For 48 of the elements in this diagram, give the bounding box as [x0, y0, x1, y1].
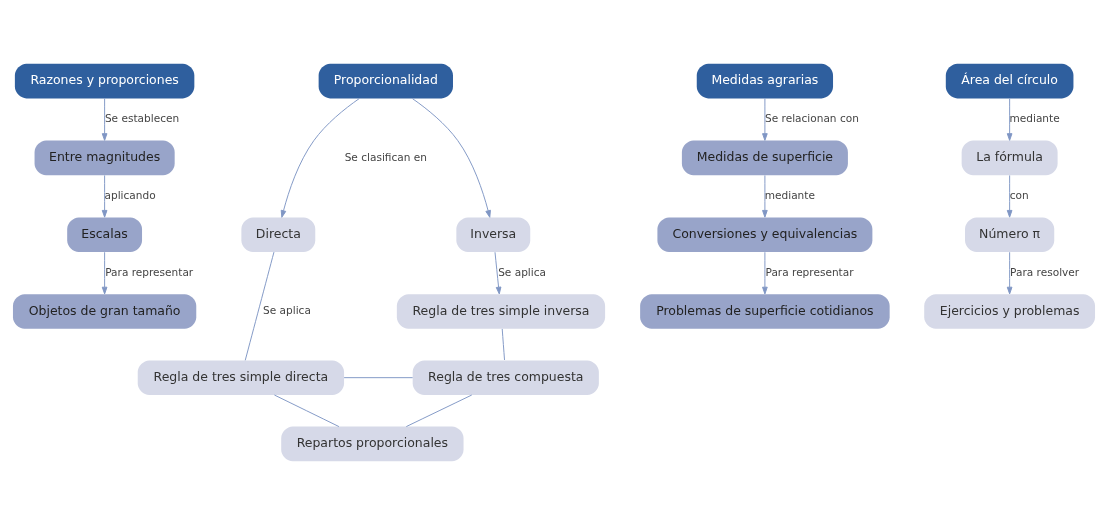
node-box: Regla de tres simple directa	[137, 360, 345, 395]
arrow	[762, 98, 768, 141]
node-box: Conversiones y equivalencias	[657, 217, 873, 252]
connector	[273, 394, 340, 428]
node-box: Número π	[965, 217, 1055, 252]
arrow	[762, 251, 768, 295]
edge-label: aplicando	[104, 188, 156, 201]
connector	[501, 328, 505, 361]
edge-label: mediante	[764, 188, 815, 201]
node-box: Escalas	[67, 217, 143, 252]
node-box: Regla de tres compuesta	[412, 360, 599, 395]
arrow	[101, 175, 108, 218]
edge-label: mediante	[1009, 112, 1060, 125]
connector	[405, 394, 473, 428]
connector	[244, 251, 275, 361]
node-box: Problemas de superficie cotidianos	[640, 294, 890, 329]
edge-label: Se aplica	[498, 265, 546, 278]
node-box: Medidas de superficie	[681, 140, 848, 176]
arrow	[1006, 251, 1013, 295]
label: Se clasifican en	[344, 150, 427, 163]
node-box: Medidas agrarias	[696, 63, 834, 99]
arrow	[494, 251, 502, 295]
node-box: Directa	[241, 217, 316, 252]
arrow	[1006, 175, 1013, 218]
node-box: Inversa	[456, 217, 531, 252]
edge-label: Para representar	[765, 265, 854, 278]
connector	[343, 377, 414, 379]
node-box: Entre magnitudes	[34, 140, 175, 176]
node-box: Proporcionalidad	[318, 63, 453, 99]
arrow	[762, 175, 768, 218]
arrow	[280, 98, 360, 218]
edge-label: Para resolver	[1010, 265, 1080, 278]
edge-label: Se aplica	[263, 304, 311, 317]
node-box: Repartos proporcionales	[281, 426, 464, 462]
node-box: Área del círculo	[945, 63, 1074, 99]
node-box: La fórmula	[961, 140, 1058, 176]
edge-label: Se establecen	[104, 112, 180, 125]
edge-label: con	[1009, 188, 1029, 201]
node-box: Razones y proporciones	[14, 63, 195, 99]
node-box: Ejercicios y problemas	[924, 294, 1096, 329]
arrow	[411, 98, 491, 218]
arrow	[101, 251, 108, 295]
arrow	[101, 98, 108, 141]
edge-label: Para representar	[105, 265, 194, 278]
edge-label: Se relacionan con	[765, 112, 859, 125]
node-box: Objetos de gran tamaño	[12, 294, 197, 329]
node-box: Regla de tres simple inversa	[396, 294, 606, 329]
arrow	[1006, 98, 1013, 141]
